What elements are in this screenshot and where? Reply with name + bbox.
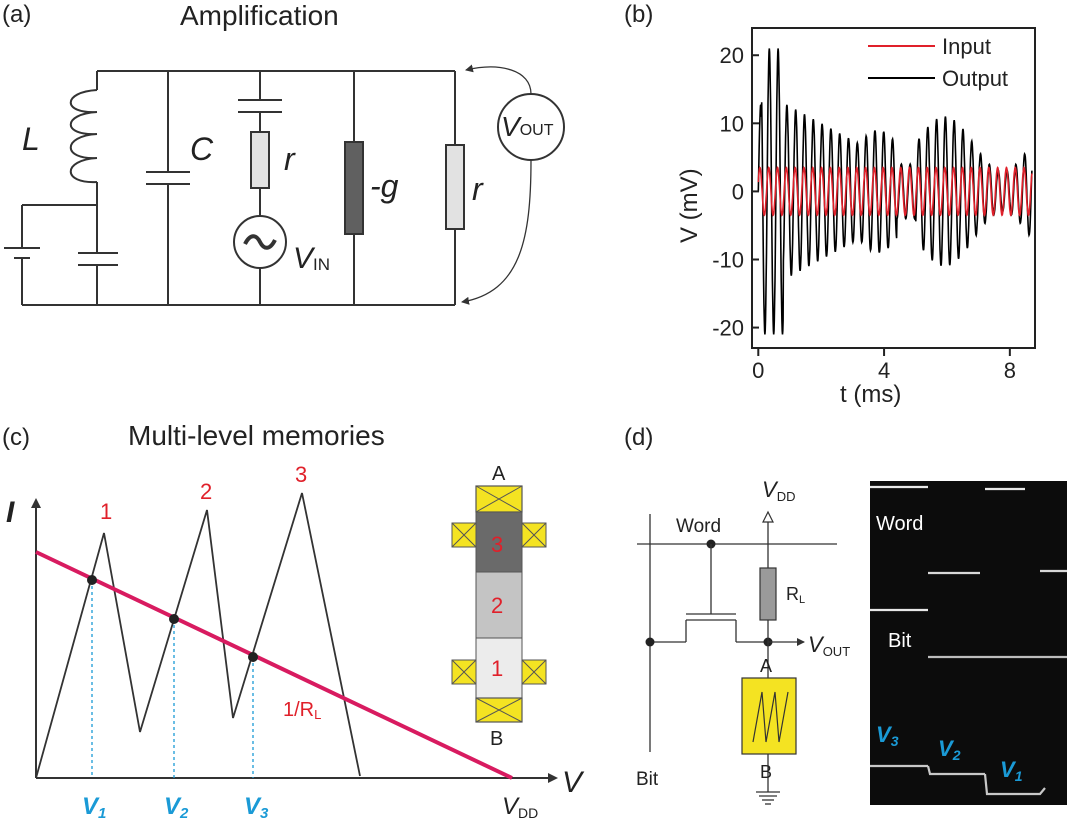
negative-conductance: [344, 71, 364, 305]
neg-g-label: -g: [370, 168, 399, 204]
v3-label: V3: [244, 793, 269, 822]
y-tick-label: 0: [732, 179, 744, 204]
y-tick-label: 10: [720, 111, 744, 136]
vdd-arrow-icon: [762, 510, 774, 523]
legend-input: Input: [942, 34, 991, 59]
x-axis-label: t (ms): [840, 381, 901, 408]
inductor: [4, 71, 118, 305]
peak-2-label: 2: [200, 479, 212, 504]
memory-device: A 3 2 1 B: [451, 463, 547, 750]
device-bottom-label: B: [490, 728, 503, 750]
series-resistor: [250, 131, 270, 189]
y-tick-label: -10: [712, 247, 744, 272]
vdd-label: VDD: [502, 793, 538, 821]
panel-b: (b) 20 10 0 -10 -20 0 4 8 Input Output V (mV) t…: [624, 1, 1036, 408]
x-tick-label: 4: [878, 358, 890, 383]
bit-label: Bit: [636, 769, 659, 790]
capacitor-c: [146, 71, 190, 305]
x-tick-label: 0: [752, 358, 764, 383]
panel-c: (c) Multi-level memories I V 1 2 3 1/RL …: [2, 420, 585, 822]
layer-2: [475, 571, 523, 639]
input-series-line: [757, 166, 1033, 217]
panel-c-title: Multi-level memories: [128, 420, 385, 451]
scope-v1-label: V1: [1000, 757, 1023, 784]
load-line: [35, 550, 513, 780]
capacitor-label: C: [190, 131, 214, 167]
load-line-label: 1/RL: [283, 699, 321, 722]
panel-d-label: (d): [624, 424, 653, 451]
layer-2-label: 2: [491, 593, 503, 618]
y-tick-label: -20: [712, 316, 744, 341]
vout-meter-label: VOUT: [501, 111, 554, 142]
panel-a-label: (a): [2, 1, 31, 28]
c-x-axis-label: V: [562, 766, 585, 799]
intersection-2: [169, 614, 179, 624]
panel-c-label: (c): [2, 424, 30, 451]
peak-3-label: 3: [295, 462, 307, 487]
intersection-1: [87, 575, 97, 585]
d-vdd-label: VDD: [762, 477, 795, 504]
oscilloscope-image: Word Bit V3 V2 V1: [870, 481, 1067, 805]
y-axis-label: V (mV): [676, 168, 703, 243]
panel-d: (d) Word VDD RL VOUT A B: [624, 424, 1067, 805]
vout-bottom-lead: [461, 159, 532, 305]
peak-1-label: 1: [100, 499, 112, 524]
load-resistor: [445, 71, 465, 305]
v1-label: V1: [82, 793, 106, 822]
rl-label: RL: [786, 584, 805, 606]
legend: Input Output: [868, 34, 1008, 91]
layer-1: [475, 637, 523, 699]
panel-a-title: Amplification: [180, 0, 339, 31]
scope-screen: [870, 481, 1067, 805]
layer-1-label: 1: [491, 656, 503, 681]
vin-label: VIN: [293, 242, 330, 275]
c-y-axis-label: I: [6, 496, 15, 529]
layer-3: [475, 511, 523, 573]
rl-resistor: [759, 567, 777, 621]
load-r-label: r: [472, 171, 484, 207]
d-vout-label: VOUT: [808, 632, 850, 659]
scope-v2-label: V2: [938, 736, 961, 763]
scope-word-label: Word: [876, 513, 923, 535]
vout-top-lead: [465, 64, 532, 95]
scope-bit-label: Bit: [888, 630, 912, 652]
word-label: Word: [676, 516, 721, 537]
intersection-3: [248, 652, 258, 662]
input-branch: [233, 71, 287, 305]
x-tick-label: 8: [1004, 358, 1016, 383]
legend-output: Output: [942, 66, 1008, 91]
inductor-label: L: [22, 121, 40, 157]
ground-icon: [756, 791, 780, 805]
sawtooth-icon: [752, 691, 789, 743]
v2-label: V2: [164, 793, 189, 822]
node-a-label: A: [760, 656, 772, 676]
device-block: [741, 677, 797, 755]
scope-v3-label: V3: [876, 722, 899, 749]
node-b-label: B: [760, 762, 772, 782]
plot-area: [757, 48, 1033, 335]
panel-a: (a) Amplification L C: [2, 0, 565, 306]
layer-3-label: 3: [491, 532, 503, 557]
series-r-label: r: [284, 141, 296, 177]
plot-axes: 20 10 0 -10 -20 0 4 8: [712, 43, 1016, 383]
iv-curve: [35, 492, 361, 779]
y-tick-label: 20: [720, 43, 744, 68]
panel-b-label: (b): [624, 1, 653, 28]
device-top-label: A: [492, 463, 506, 485]
